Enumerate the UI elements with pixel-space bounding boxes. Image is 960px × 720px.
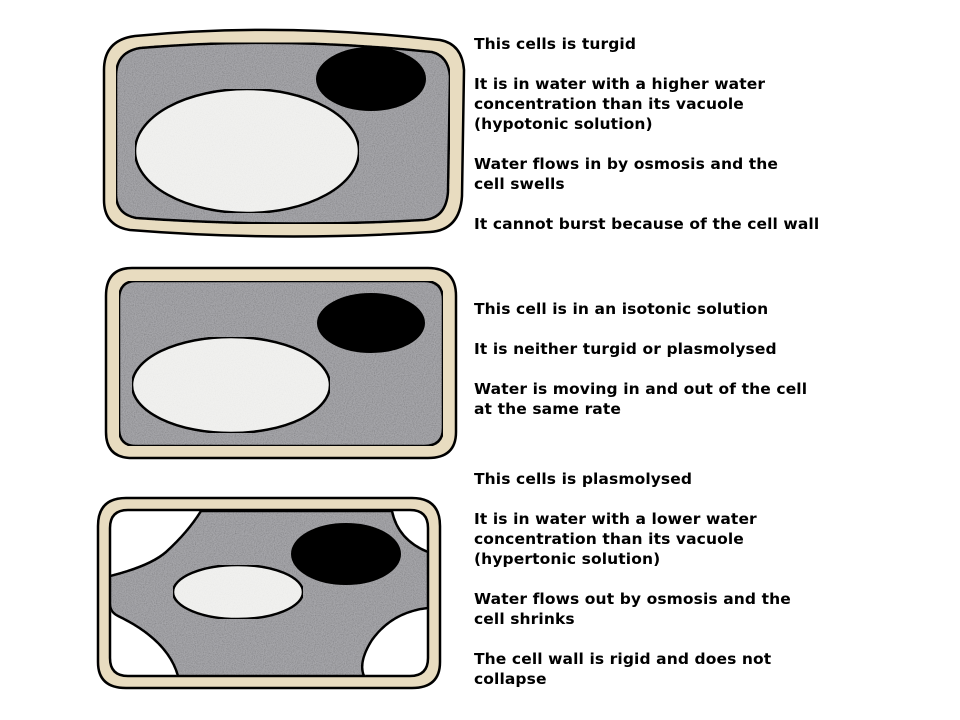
vacuole	[133, 87, 361, 215]
caption-line: This cells is turgid	[474, 35, 637, 53]
turgid-caption: This cells is turgid It is in water with…	[474, 34, 944, 234]
caption-line: It cannot burst because of the cell wall	[474, 215, 820, 233]
caption-line: It is in water with a higher water conce…	[474, 75, 766, 133]
turgid-cell	[102, 28, 466, 238]
caption-line: Water flows out by osmosis and the cell …	[474, 590, 791, 628]
caption-line: It is in water with a lower water concen…	[474, 510, 757, 568]
nucleus	[317, 293, 425, 353]
caption-line: This cells is plasmolysed	[474, 470, 693, 488]
caption-line: The cell wall is rigid and does not coll…	[474, 650, 772, 688]
isotonic-caption: This cell is in an isotonic solution It …	[474, 299, 944, 419]
nucleus	[316, 47, 426, 111]
vacuole	[130, 335, 332, 435]
caption-line: This cell is in an isotonic solution	[474, 300, 769, 318]
caption-line: Water flows in by osmosis and the cell s…	[474, 155, 779, 193]
plasmolysed-caption: This cells is plasmolysed It is in water…	[474, 469, 944, 689]
nucleus	[291, 523, 401, 585]
vacuole	[171, 563, 305, 621]
caption-line: It is neither turgid or plasmolysed	[474, 340, 777, 358]
plasmolysed-cell	[96, 496, 442, 690]
caption-line: Water is moving in and out of the cell a…	[474, 380, 808, 418]
isotonic-cell	[104, 266, 458, 460]
